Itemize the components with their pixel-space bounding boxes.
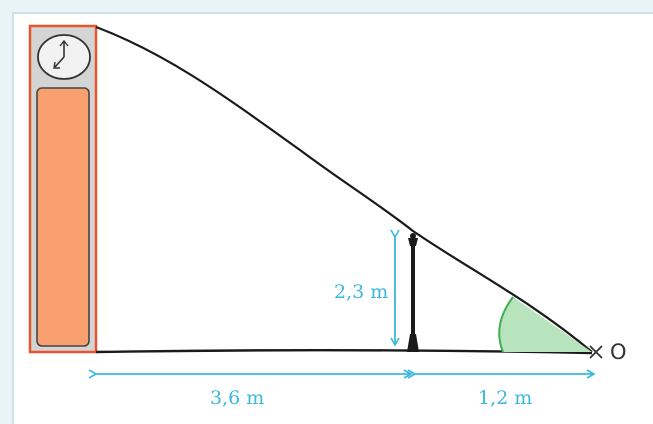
lamp-post-icon [407,233,419,352]
figure-panel [12,12,653,424]
lamp-to-o-label: 1,2 m [478,387,532,409]
point-o-marker [589,345,603,359]
angle-arc [498,296,514,353]
point-o-label: O [610,340,627,364]
sight-line [95,25,593,353]
angle-marker [499,297,592,352]
building [28,24,98,354]
building-to-lamp-label: 3,6 m [210,387,264,409]
clock-icon [37,34,91,80]
lamp-height-label: 2,3 m [334,281,388,303]
building-body [36,87,90,347]
